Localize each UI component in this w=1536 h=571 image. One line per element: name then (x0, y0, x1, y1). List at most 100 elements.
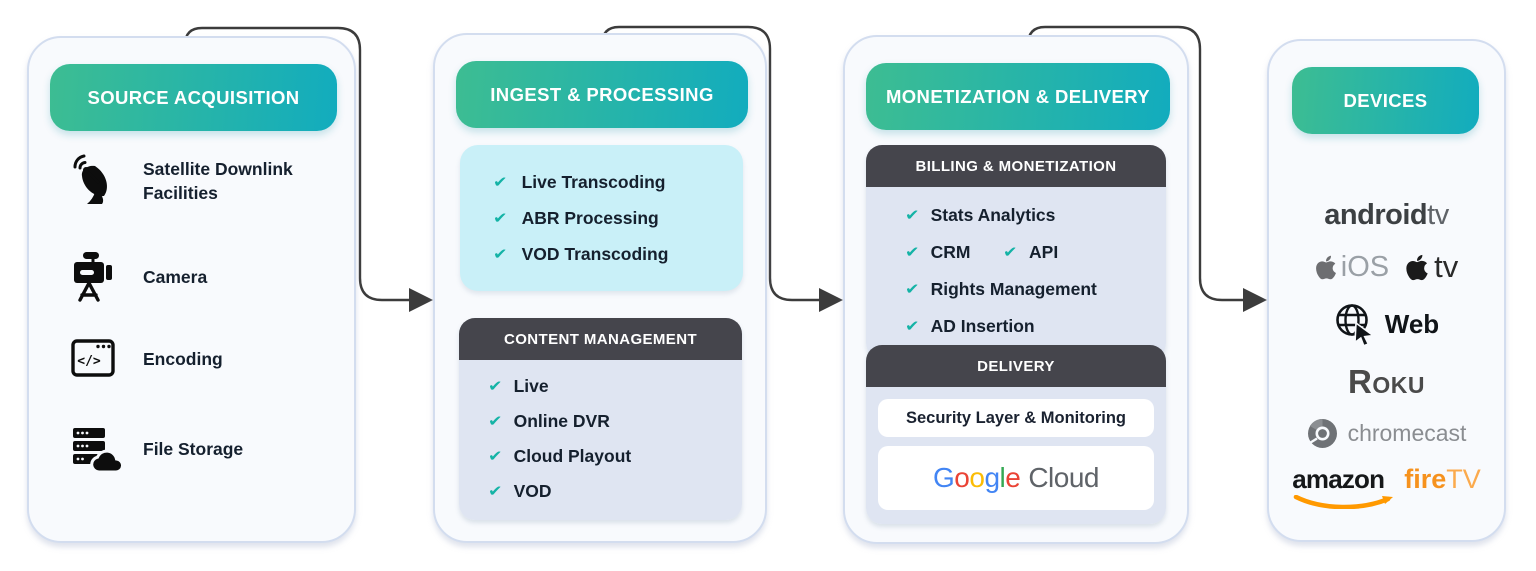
billing-monetization-body: Stats Analytics CRM API Rights Managemen… (866, 187, 1166, 359)
web-wordmark: Web (1384, 308, 1440, 339)
list-item-label: CRM (930, 242, 971, 262)
connector-3 (1026, 25, 1245, 302)
chromecast-icon (1307, 418, 1337, 448)
security-layer-box: Security Layer & Monitoring (878, 399, 1154, 437)
check-icon (493, 247, 507, 262)
list-item-encoding: </> Encoding (69, 332, 333, 388)
amazon-smile-icon (1293, 495, 1394, 509)
google-cloud-word: Cloud (1028, 462, 1099, 493)
fire-wordmark: fire (1404, 464, 1447, 494)
list-item: AD Insertion (906, 316, 1166, 337)
list-item-label: AD Insertion (930, 316, 1035, 336)
connector-2 (600, 25, 821, 302)
content-management-body: Live Online DVR Cloud Playout VOD (459, 360, 742, 520)
arrowhead-1 (409, 288, 433, 312)
delivery-section: DELIVERY Security Layer & Monitoring G o… (866, 345, 1166, 524)
ios-wordmark: iOS (1340, 250, 1390, 283)
list-item: VOD (489, 481, 742, 502)
list-item: CRM (905, 242, 971, 263)
apple-icon (1406, 254, 1428, 280)
fire-tv-wordmark-block: fireTV (1404, 466, 1481, 493)
list-item-label: API (1029, 242, 1059, 262)
fire-tv-suffix: TV (1446, 464, 1481, 494)
video-camera-icon (69, 250, 121, 306)
arrowhead-2 (819, 288, 843, 312)
billing-monetization-title: BILLING & MONETIZATION (866, 145, 1166, 187)
web-logo: Web (1334, 302, 1439, 346)
check-icon (905, 319, 919, 334)
chromecast-wordmark: chromecast (1347, 420, 1467, 446)
list-item-label: VOD (513, 481, 552, 501)
billing-monetization-section: BILLING & MONETIZATION Stats Analytics C… (866, 145, 1166, 359)
amazon-fire-tv-logo: amazon fireTV (1292, 466, 1481, 509)
list-item-file-storage: File Storage (69, 422, 333, 478)
apple-ios-tv-logos: iOS tv (1315, 249, 1458, 285)
source-acquisition-header: SOURCE ACQUISITION (50, 64, 337, 131)
list-item-label: File Storage (143, 439, 244, 460)
list-item-label: Satellite Downlink Facilities (143, 159, 293, 203)
content-management-section: CONTENT MANAGEMENT Live Online DVR Cloud… (459, 318, 742, 520)
list-item-label: VOD Transcoding (521, 243, 669, 264)
arrowhead-3 (1243, 288, 1267, 312)
content-management-title: CONTENT MANAGEMENT (459, 318, 742, 360)
check-icon (905, 208, 919, 223)
list-item-label: Live (513, 376, 549, 396)
delivery-title: DELIVERY (866, 345, 1166, 387)
encoding-code-icon: </> (69, 332, 121, 388)
file-storage-cloud-icon (69, 422, 121, 478)
list-item: Live (489, 376, 742, 397)
check-icon (493, 175, 507, 190)
list-item: Live Transcoding (494, 172, 743, 193)
apple-tv-wordmark: tv (1434, 249, 1459, 284)
google-letter: e (1005, 462, 1021, 493)
list-item: Online DVR (489, 411, 742, 432)
list-item-label: Stats Analytics (930, 205, 1056, 225)
monetization-delivery-card: MONETIZATION & DELIVERY BILLING & MONETI… (843, 35, 1189, 544)
check-icon (905, 282, 919, 297)
list-item-label: Camera (143, 267, 208, 288)
delivery-body: Security Layer & Monitoring G o o g l e … (866, 387, 1166, 524)
code-glyph: </> (77, 354, 101, 369)
google-letter: o (969, 462, 985, 493)
transcoding-highlight-box: Live Transcoding ABR Processing VOD Tran… (460, 145, 743, 291)
list-item-label: Cloud Playout (513, 446, 632, 466)
source-acquisition-card: SOURCE ACQUISITION Satellite Downlink Fa… (27, 36, 356, 543)
web-globe-icon (1335, 304, 1375, 346)
list-item-label: ABR Processing (521, 207, 659, 228)
apple-tv-logo: tv (1405, 249, 1458, 285)
google-letter: o (954, 462, 970, 493)
list-item-label: Encoding (143, 349, 223, 370)
google-cloud-box: G o o g l e Cloud (878, 446, 1154, 510)
list-item: Cloud Playout (489, 446, 742, 467)
google-letter: l (999, 462, 1006, 493)
roku-wordmark: Roku (1348, 363, 1425, 400)
apple-icon (1315, 255, 1336, 279)
check-icon (488, 484, 502, 499)
list-item: VOD Transcoding (494, 244, 743, 265)
satellite-dish-icon (69, 154, 121, 210)
list-item-camera: Camera (69, 250, 333, 306)
apple-ios-logo: iOS (1315, 251, 1389, 284)
ingest-processing-header: INGEST & PROCESSING (456, 61, 748, 128)
list-item-label: Online DVR (513, 411, 610, 431)
check-icon (905, 245, 919, 260)
connector-1 (183, 26, 411, 302)
check-icon (488, 379, 502, 394)
list-item: ABR Processing (494, 208, 743, 229)
list-item: API (1004, 242, 1058, 263)
check-icon (493, 211, 507, 226)
amazon-wordmark: amazon (1292, 464, 1385, 494)
list-item: Stats Analytics (906, 205, 1166, 226)
list-item-label: Live Transcoding (521, 171, 666, 192)
amazon-wordmark-block: amazon (1292, 466, 1396, 509)
check-icon (1003, 245, 1017, 260)
monetization-delivery-header: MONETIZATION & DELIVERY (866, 63, 1170, 130)
chromecast-logo: chromecast (1307, 418, 1467, 449)
list-item-dual: CRM API (906, 242, 1166, 263)
google-letter: g (984, 462, 1000, 493)
android-wordmark: android (1324, 199, 1428, 231)
